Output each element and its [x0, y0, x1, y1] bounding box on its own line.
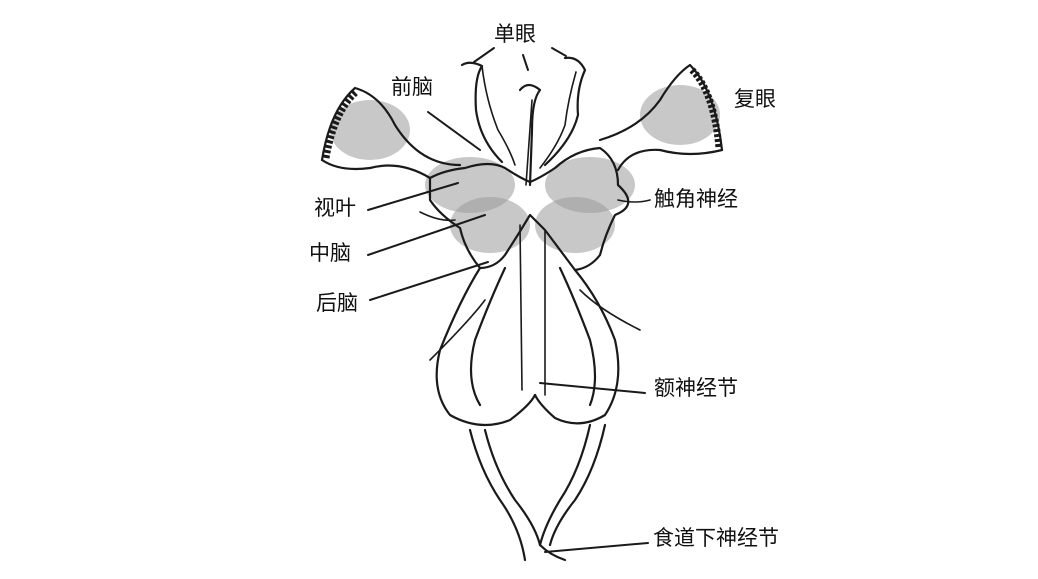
leader-lines	[367, 47, 649, 553]
label-subesophageal-ganglion: 食道下神经节	[653, 526, 779, 550]
left-compound-eye	[320, 86, 462, 180]
label-antennal-nerve: 触角神经	[654, 187, 738, 211]
lower-connectives	[468, 423, 607, 562]
label-frontal-ganglion: 额神经节	[654, 376, 738, 400]
connectives	[429, 224, 641, 427]
ocelli	[460, 56, 587, 187]
label-compound-eye: 复眼	[734, 87, 776, 111]
right-compound-eye	[598, 63, 724, 172]
label-optic-lobe: 视叶	[314, 196, 356, 220]
brain-shading	[330, 85, 720, 253]
label-protocerebrum: 前脑	[391, 75, 433, 99]
label-ocelli: 单眼	[494, 22, 536, 46]
brain-outline	[419, 146, 651, 272]
label-deutocerebrum: 中脑	[309, 241, 351, 265]
label-tritocerebrum: 后脑	[316, 291, 358, 315]
